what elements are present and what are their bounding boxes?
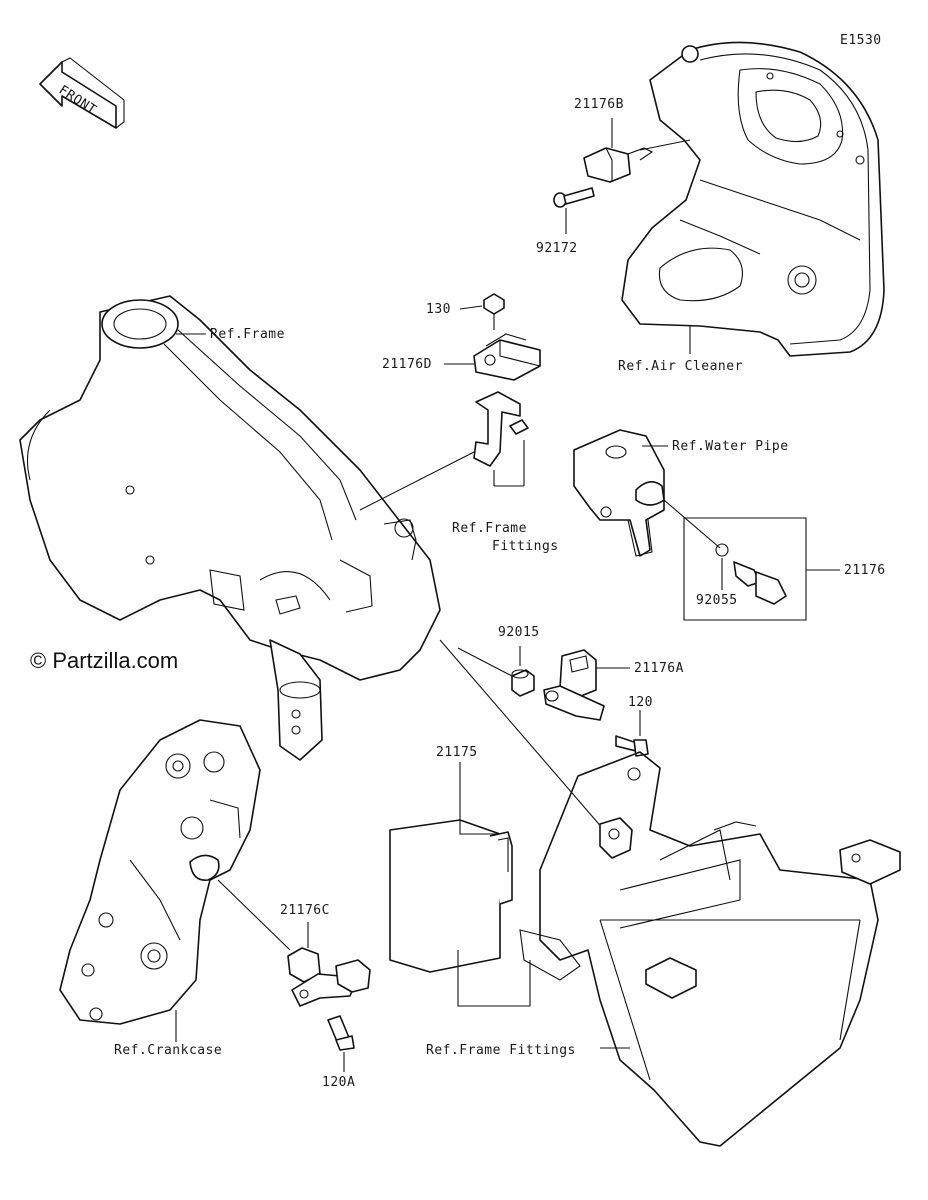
leader-crankcase-sensor-path <box>217 879 291 951</box>
label-21175: 21175 <box>436 745 478 760</box>
label-120: 120 <box>628 695 653 710</box>
battery-tray <box>519 751 901 1147</box>
label-ref-water-pipe: Ref.Water Pipe <box>672 439 789 454</box>
frame-main <box>19 295 441 761</box>
water-pipe <box>573 429 665 557</box>
leader-bracket-frame <box>359 451 475 511</box>
part-130-bolt <box>483 293 505 330</box>
part-21176D-sensor <box>473 333 541 381</box>
leader-21176A-tray <box>439 639 605 831</box>
watermark: © Partzilla.com <box>30 648 178 673</box>
label-21176: 21176 <box>844 563 886 578</box>
part-92172-screw <box>553 187 595 208</box>
label-21176D: 21176D <box>382 357 432 372</box>
part-92055-o-ring <box>715 543 729 557</box>
crankcase <box>59 719 261 1025</box>
label-92172: 92172 <box>536 241 578 256</box>
part-21176C-sensor <box>287 947 371 1007</box>
part-21176-temp-sensor <box>733 561 787 605</box>
leader-130 <box>459 305 483 310</box>
label-ref-frame-fittings-2: Fittings <box>492 539 559 554</box>
bracket-21176 <box>683 517 807 621</box>
label-ref-frame: Ref.Frame <box>210 327 285 342</box>
air-cleaner-housing <box>621 41 885 357</box>
label-92015: 92015 <box>498 625 540 640</box>
label-ref-frame-fittings-bottom: Ref.Frame Fittings <box>426 1043 576 1058</box>
part-21176B-sensor <box>583 147 654 183</box>
part-21175-ecu <box>389 819 513 973</box>
label-92055: 92055 <box>696 593 738 608</box>
label-ref-frame-fittings-1: Ref.Frame <box>452 521 527 536</box>
frame-fittings-bracket <box>473 391 529 467</box>
front-arrow-icon: FRONT <box>39 57 125 129</box>
leader-21176B-housing <box>639 139 691 151</box>
label-130: 130 <box>426 302 451 317</box>
bracket-frame-fittings-bottom <box>457 950 531 1007</box>
diagram-code: E1530 <box>840 33 882 48</box>
label-120A: 120A <box>322 1075 355 1090</box>
label-ref-crankcase: Ref.Crankcase <box>114 1043 222 1058</box>
label-ref-air-cleaner: Ref.Air Cleaner <box>618 359 743 374</box>
part-21176A-sensor <box>543 649 605 721</box>
part-120-bolt <box>615 735 649 757</box>
leader-water-sensor-path <box>663 499 721 549</box>
part-120A-bolt <box>327 1015 355 1051</box>
label-21176C: 21176C <box>280 903 330 918</box>
leader-92015-frame <box>457 647 513 677</box>
label-21176B: 21176B <box>574 97 624 112</box>
part-92015-collar <box>511 669 535 697</box>
label-21176A: 21176A <box>634 661 684 676</box>
